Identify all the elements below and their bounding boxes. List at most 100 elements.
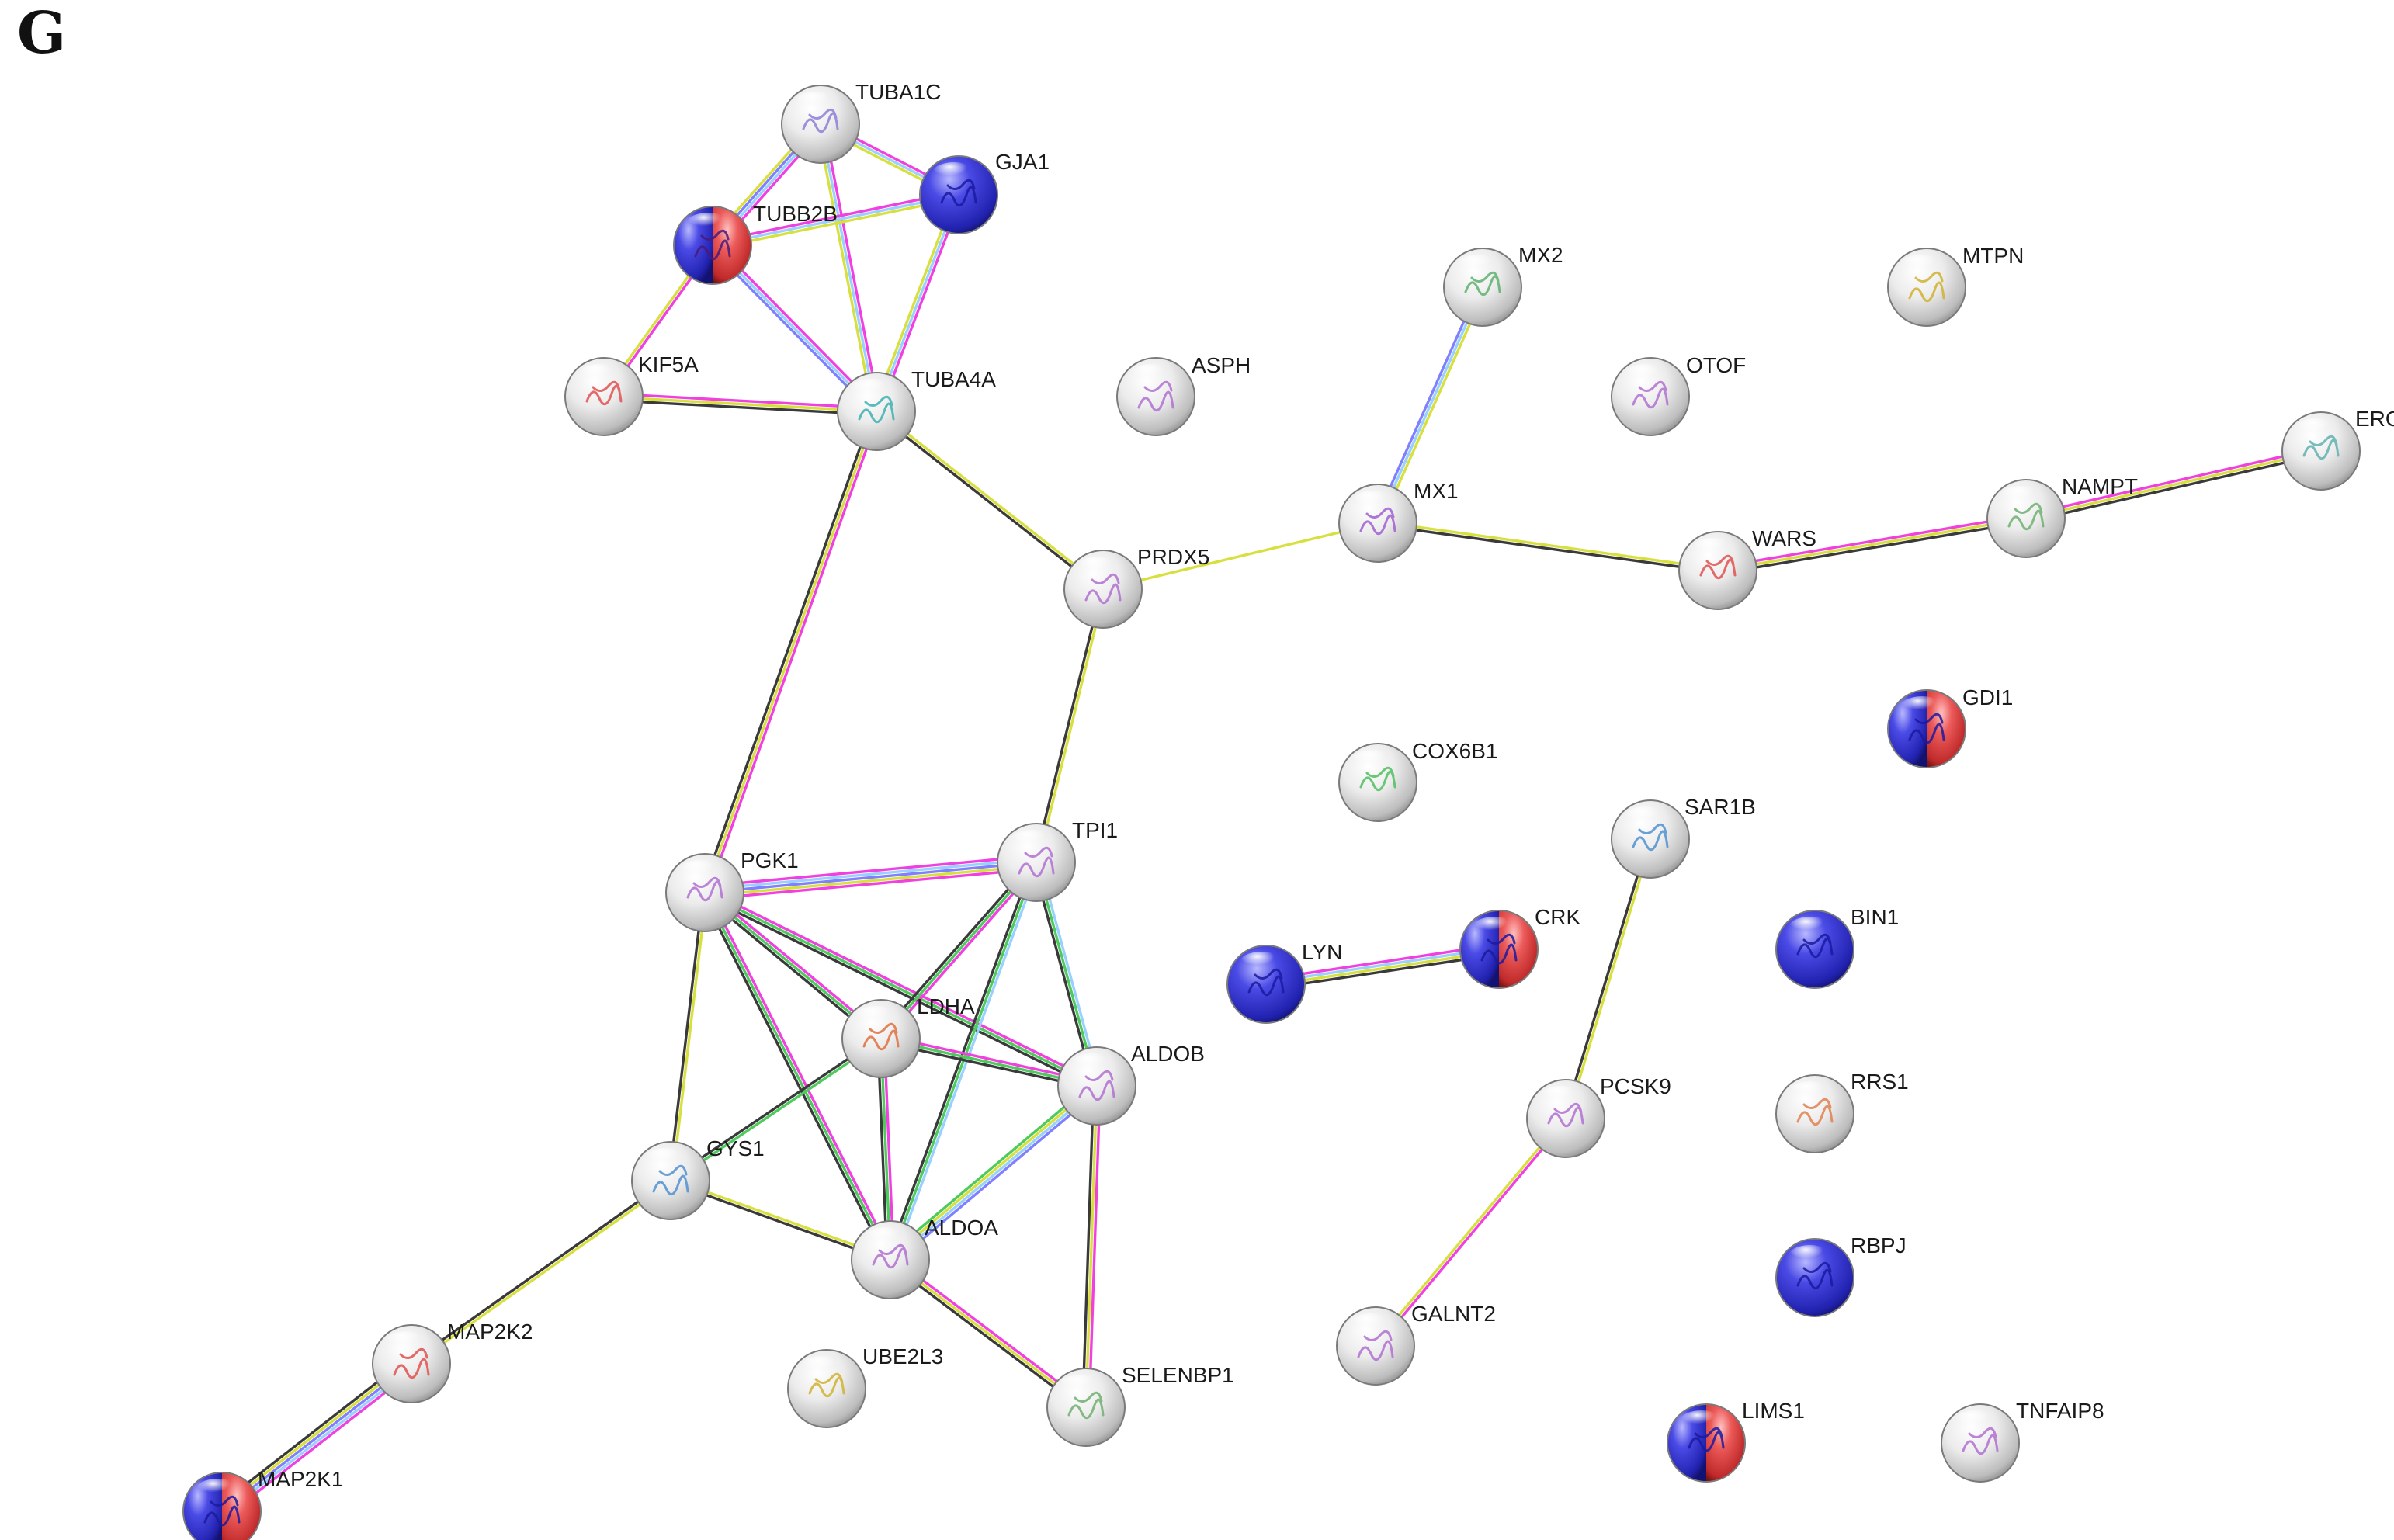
node-highlight [1624, 806, 1667, 828]
edge-evidence-line [1376, 286, 1484, 525]
edge-aldob-aldoa[interactable] [886, 1080, 1102, 1265]
edge-evidence-line [1372, 1115, 1567, 1347]
node-wars[interactable]: WARS [1678, 526, 1816, 610]
edge-evidence-line [890, 1255, 1090, 1406]
edge-evidence-line [703, 861, 1038, 894]
node-galnt2[interactable]: GALNT2 [1336, 1302, 1496, 1386]
node-mx1[interactable]: MX1 [1338, 479, 1459, 563]
node-lims1[interactable]: LIMS1 [1667, 1399, 1805, 1483]
node-label: WARS [1752, 526, 1816, 550]
edge-evidence-line [705, 888, 1100, 1084]
node-outline [182, 1472, 262, 1540]
node-tnfaip8[interactable]: TNFAIP8 [1941, 1399, 2104, 1483]
node-pgk1[interactable]: PGK1 [665, 848, 799, 932]
node-highlight [686, 213, 730, 234]
node-tubb2b[interactable]: TUBB2B [673, 202, 838, 285]
edge-prdx5-tpi1[interactable] [1033, 587, 1106, 865]
edge-evidence-line [816, 123, 875, 414]
node-bin1[interactable]: BIN1 [1775, 905, 1899, 989]
node-map2k2[interactable]: MAP2K2 [372, 1320, 533, 1403]
edge-pcsk9-galnt2[interactable] [1372, 1115, 1569, 1349]
node-outline [1057, 1046, 1136, 1126]
edge-aldoa-selenbp1[interactable] [886, 1255, 1090, 1412]
edge-evidence-line [602, 395, 878, 413]
node-crk[interactable]: CRK [1459, 905, 1580, 989]
node-highlight [1077, 557, 1120, 578]
edge-evidence-line [1563, 837, 1650, 1120]
protein-structure-icon [1137, 380, 1174, 412]
node-prdx5[interactable]: PRDX5 [1063, 545, 1209, 629]
edge-pgk1-aldoa[interactable] [700, 890, 895, 1263]
protein-structure-icon [393, 1348, 430, 1379]
edge-tubb2b-gja1[interactable] [710, 190, 961, 250]
node-ero1[interactable]: ERO1 [2281, 407, 2394, 491]
node-label: GJA1 [995, 150, 1050, 174]
protein-structure-icon [858, 395, 895, 424]
edge-tuba1c-tuba4a[interactable] [816, 122, 881, 414]
node-tuba1c[interactable]: TUBA1C [781, 80, 941, 164]
node-outline [1338, 484, 1417, 563]
node-otof[interactable]: OTOF [1611, 353, 1746, 436]
edge-evidence-line [2025, 453, 2323, 523]
edge-wars-nampt[interactable] [1716, 514, 2028, 575]
node-aldob[interactable]: ALDOB [1057, 1042, 1205, 1126]
node-kif5a[interactable]: KIF5A [564, 352, 699, 436]
node-selenbp1[interactable]: SELENBP1 [1046, 1363, 1234, 1447]
node-sar1b[interactable]: SAR1B [1611, 795, 1756, 879]
protein-structure-icon [1480, 933, 1518, 965]
protein-structure-icon [1359, 766, 1396, 792]
node-ldha[interactable]: LDHA [841, 994, 975, 1078]
node-label: GDI1 [1962, 685, 2013, 709]
node-label: KIF5A [638, 352, 699, 376]
edge-mx1-mx2[interactable] [1373, 284, 1487, 526]
edge-tuba4a-pgk1[interactable] [700, 408, 881, 896]
edge-pgk1-aldob[interactable] [702, 888, 1100, 1091]
edge-nampt-ero1[interactable] [2024, 446, 2323, 523]
edge-ldha-gys1[interactable] [668, 1035, 883, 1184]
node-highlight [1624, 364, 1667, 386]
node-rrs1[interactable]: RRS1 [1775, 1070, 1909, 1153]
node-outline [919, 155, 998, 234]
protein-structure-icon [1247, 968, 1285, 997]
node-cox6b1[interactable]: COX6B1 [1338, 739, 1498, 822]
node-tpi1[interactable]: TPI1 [997, 818, 1118, 902]
node-aldoa[interactable]: ALDOA [851, 1216, 998, 1299]
node-mx2[interactable]: MX2 [1443, 243, 1563, 327]
node-label: LDHA [917, 994, 975, 1018]
node-outline [665, 853, 744, 932]
edge-gys1-map2k2[interactable] [409, 1178, 673, 1367]
node-outline [787, 1349, 866, 1428]
node-gja1[interactable]: GJA1 [919, 150, 1050, 234]
edge-kif5a-tuba4a[interactable] [602, 392, 878, 416]
edge-evidence-line [218, 1359, 411, 1511]
node-map2k1[interactable]: MAP2K1 [182, 1467, 344, 1540]
node-tuba4a[interactable]: TUBA4A [837, 367, 996, 451]
edge-evidence-line [703, 891, 892, 1261]
node-gys1[interactable]: GYS1 [631, 1136, 765, 1220]
edge-sar1b-pcsk9[interactable] [1563, 837, 1653, 1121]
node-gdi1[interactable]: GDI1 [1887, 685, 2013, 768]
node-label: TPI1 [1072, 818, 1118, 842]
edge-pgk1-gys1[interactable] [668, 891, 708, 1182]
node-lyn[interactable]: LYN [1226, 940, 1342, 1024]
node-asph[interactable]: ASPH [1116, 353, 1251, 436]
protein-structure-icon [1962, 1427, 1999, 1455]
protein-structure-icon [2007, 502, 2045, 531]
edge-map2k2-map2k1[interactable] [217, 1357, 417, 1518]
edge-pgk1-tpi1[interactable] [703, 854, 1039, 901]
node-rbpj[interactable]: RBPJ [1775, 1233, 1907, 1317]
node-pcsk9[interactable]: PCSK9 [1526, 1074, 1671, 1158]
node-label: GYS1 [706, 1136, 765, 1160]
edge-aldob-selenbp1[interactable] [1081, 1084, 1102, 1409]
node-nampt[interactable]: NAMPT [1986, 474, 2138, 558]
edge-mx1-wars[interactable] [1376, 520, 1719, 574]
edge-tuba4a-prdx5[interactable] [874, 408, 1105, 592]
edge-evidence-line [892, 862, 1041, 1263]
edge-prdx5-mx1[interactable] [1102, 522, 1379, 591]
node-label: ERO1 [2355, 407, 2394, 431]
node-ube2l3[interactable]: UBE2L3 [787, 1344, 943, 1428]
node-mtpn[interactable]: MTPN [1887, 244, 2024, 327]
node-highlight [1789, 1081, 1832, 1103]
